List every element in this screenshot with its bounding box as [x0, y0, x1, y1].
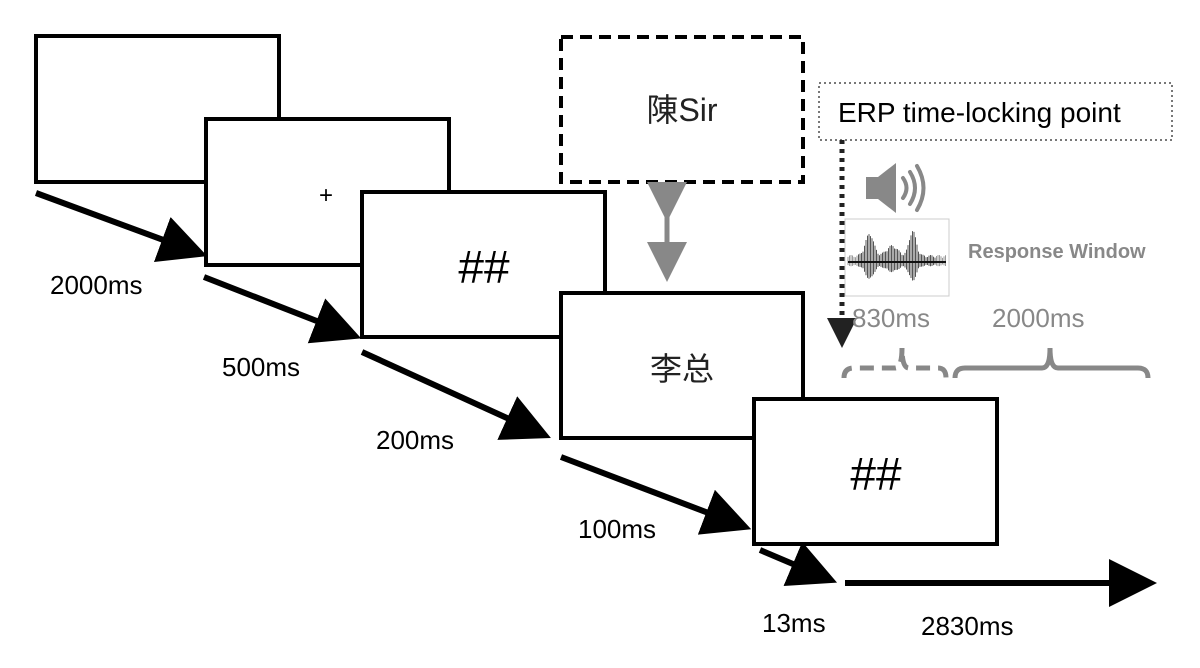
erp-label-box: [818, 82, 1173, 141]
window-duration-label: 2000ms: [992, 303, 1085, 333]
audio-duration-brace: [841, 347, 949, 379]
duration-mask1: 200ms: [376, 425, 454, 455]
timeline-arrow-4: [559, 454, 752, 535]
waveform-icon: [844, 218, 950, 297]
audio-duration-label: 830ms: [852, 303, 930, 333]
timeline-arrow-1: [34, 190, 208, 263]
response-window-brace: [952, 347, 1151, 379]
timeline-arrow-5: [758, 541, 838, 587]
mask-symbol-2: ##: [850, 448, 902, 500]
timeline-arrow-3: [360, 349, 551, 440]
timeline-arrow-2: [202, 274, 362, 344]
target-word: 李总: [650, 351, 714, 387]
speaker-icon: [866, 163, 926, 213]
prime-word: 陳Sir: [646, 92, 717, 128]
duration-sound: 2830ms: [921, 611, 1014, 641]
mask-symbol-1: ##: [458, 241, 510, 293]
duration-blank: 2000ms: [50, 270, 143, 300]
duration-fixation: 500ms: [222, 352, 300, 382]
mask-frame-2: [752, 397, 999, 546]
duration-mask2: 13ms: [762, 608, 826, 638]
duration-target: 100ms: [578, 514, 656, 544]
erp-label: ERP time-locking point: [838, 97, 1121, 128]
prime-frame: [559, 35, 805, 184]
fixation-cross: +: [319, 182, 333, 209]
response-window-label: Response Window: [968, 241, 1146, 263]
